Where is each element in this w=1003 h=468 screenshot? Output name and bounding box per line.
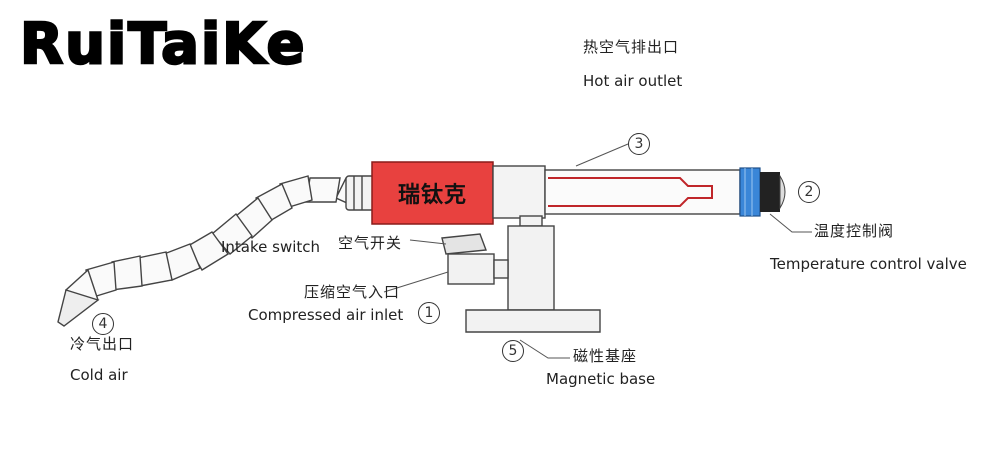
magnetic-base-en: Magnetic base <box>546 370 656 388</box>
cold-air-zh: 冷气出口 <box>70 335 135 353</box>
cold-air-en: Cold air <box>70 366 128 384</box>
temp-valve-en: Temperature control valve <box>770 255 967 273</box>
branded-body <box>371 161 494 225</box>
hose-fitting <box>345 175 375 211</box>
part-3-marker: 3 <box>628 133 650 155</box>
hot-air-outlet-en: Hot air outlet <box>583 72 683 90</box>
magnetic-base-zh: 磁性基座 <box>573 347 638 365</box>
intake-switch-zh: 空气开关 <box>338 234 403 252</box>
magnetic-base <box>465 215 601 333</box>
part-1-marker: 1 <box>418 302 440 324</box>
compressed-inlet-en: Compressed air inlet <box>248 306 404 324</box>
cold-air-hose <box>57 175 374 327</box>
hot-air-outlet-zh: 热空气排出口 <box>583 38 680 56</box>
hot-tube <box>544 169 741 215</box>
part-5-marker: 5 <box>502 340 524 362</box>
temperature-valve <box>739 167 786 217</box>
intake-switch-en: Intake switch <box>221 238 321 256</box>
compressed-inlet-zh: 压缩空气入口 <box>304 283 401 301</box>
brand-badge: 瑞钛克 <box>397 183 467 208</box>
air-inlet <box>441 233 509 285</box>
brand-logo: RuiTaiKe <box>19 11 307 79</box>
temp-valve-zh: 温度控制阀 <box>814 222 895 240</box>
part-4-marker: 4 <box>92 313 114 335</box>
part-2-marker: 2 <box>798 181 820 203</box>
